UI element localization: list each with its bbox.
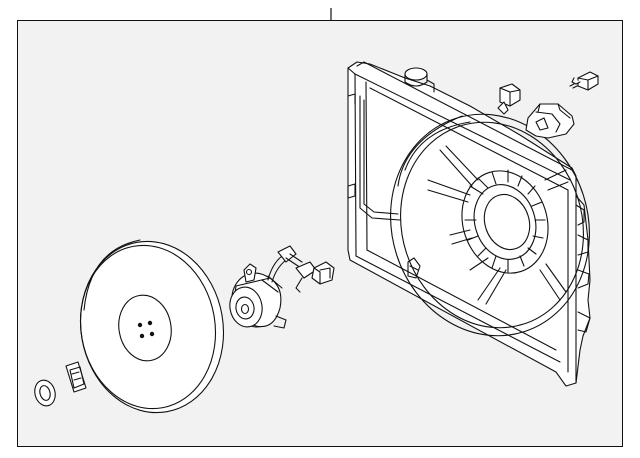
fan-blade [79, 239, 225, 414]
mounting-clip-icon [497, 83, 521, 115]
bolt-icon [569, 71, 599, 91]
connector-bracket-icon [525, 103, 575, 139]
wire-harness [267, 245, 335, 293]
washer-icon [34, 379, 56, 407]
nut-icon [65, 361, 87, 393]
fan-motor [229, 263, 287, 329]
fan-shroud [347, 61, 591, 387]
